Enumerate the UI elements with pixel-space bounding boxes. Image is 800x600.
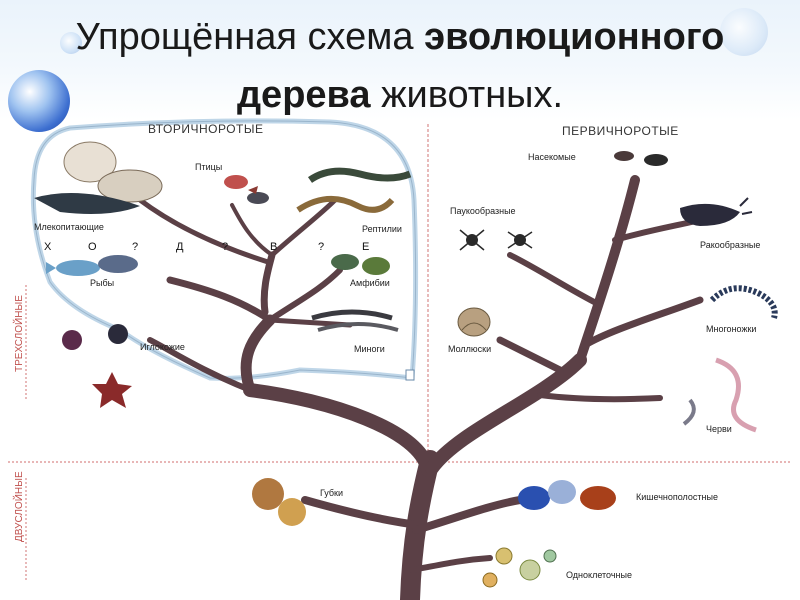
protozoa-icon: [482, 547, 557, 588]
label-reptiles: Рептилии: [362, 224, 402, 234]
label-cnidarians: Кишечнополостные: [636, 492, 718, 502]
label-mammals: Млекопитающие: [34, 222, 104, 232]
label-crustaceans: Ракообразные: [700, 240, 760, 250]
letter-6: В: [270, 241, 277, 253]
letter-3: ?: [132, 241, 138, 253]
divider-lines: [8, 124, 790, 580]
label-myriapods: Многоножки: [706, 324, 756, 334]
header-protostomes: ПЕРВИЧНОРОТЫЕ: [562, 124, 679, 138]
letter-4: Д: [176, 241, 184, 253]
label-arachnids: Паукообразные: [450, 206, 516, 216]
sponges-icon: [252, 478, 306, 526]
decorative-orb-right: [720, 8, 768, 56]
title-part-1: Упрощённая схема: [75, 16, 425, 58]
cnidarians-icon: [518, 480, 616, 510]
resize-handle[interactable]: [405, 369, 415, 381]
letter-row: Х О ? Д ? В ? Е: [44, 241, 369, 253]
title-bold-2: дерева: [236, 74, 371, 116]
fish-icon: [46, 255, 138, 276]
label-echinoderms: Иглокожие: [140, 342, 185, 352]
echinoderms-icon: [62, 324, 132, 408]
label-molluscs: Моллюски: [448, 344, 491, 354]
letter-7: ?: [318, 241, 324, 253]
label-birds: Птицы: [195, 162, 222, 172]
side-label-triploblastic: ТРЕХСЛОЙНЫЕ: [12, 295, 25, 372]
decorative-orb-right-small: [665, 30, 683, 48]
letter-2: О: [88, 241, 97, 253]
crustaceans-icon: [680, 197, 753, 226]
title-part-2: животных.: [370, 74, 564, 116]
myriapods-icon: [709, 285, 778, 319]
label-sponges: Губки: [320, 488, 343, 498]
worms-icon: [682, 357, 757, 433]
label-insects: Насекомые: [528, 152, 576, 162]
title-bold-1: эволюционного: [424, 16, 725, 58]
letter-5: ?: [222, 241, 228, 253]
amphibians-icon: [331, 254, 390, 275]
label-protozoa: Одноклеточные: [566, 570, 632, 580]
lampreys-icon: [311, 309, 399, 332]
letter-8: Е: [362, 241, 369, 253]
decorative-orb-large: [8, 70, 70, 132]
decorative-orb-small: [60, 32, 82, 54]
label-fish: Рыбы: [90, 278, 114, 288]
label-amphibians: Амфибии: [350, 278, 390, 288]
arachnids-icon: [459, 229, 533, 251]
label-lampreys: Миноги: [354, 344, 385, 354]
reptiles-icon: [296, 167, 412, 213]
tree-branches: [137, 175, 704, 600]
mammals-icon: [34, 141, 163, 214]
letter-1: Х: [44, 241, 52, 253]
slide-header: Упрощённая схема эволюционного дерева жи…: [0, 0, 800, 132]
label-worms: Черви: [706, 424, 732, 434]
molluscs-icon: [457, 307, 491, 337]
header-deuterostomes: ВТОРИЧНОРОТЫЕ: [148, 122, 263, 136]
side-label-diploblastic: ДВУСЛОЙНЫЕ: [12, 471, 25, 542]
slide-title: Упрощённая схема эволюционного дерева жи…: [40, 8, 760, 124]
insects-icon: [614, 151, 668, 166]
birds-icon: [224, 175, 269, 204]
